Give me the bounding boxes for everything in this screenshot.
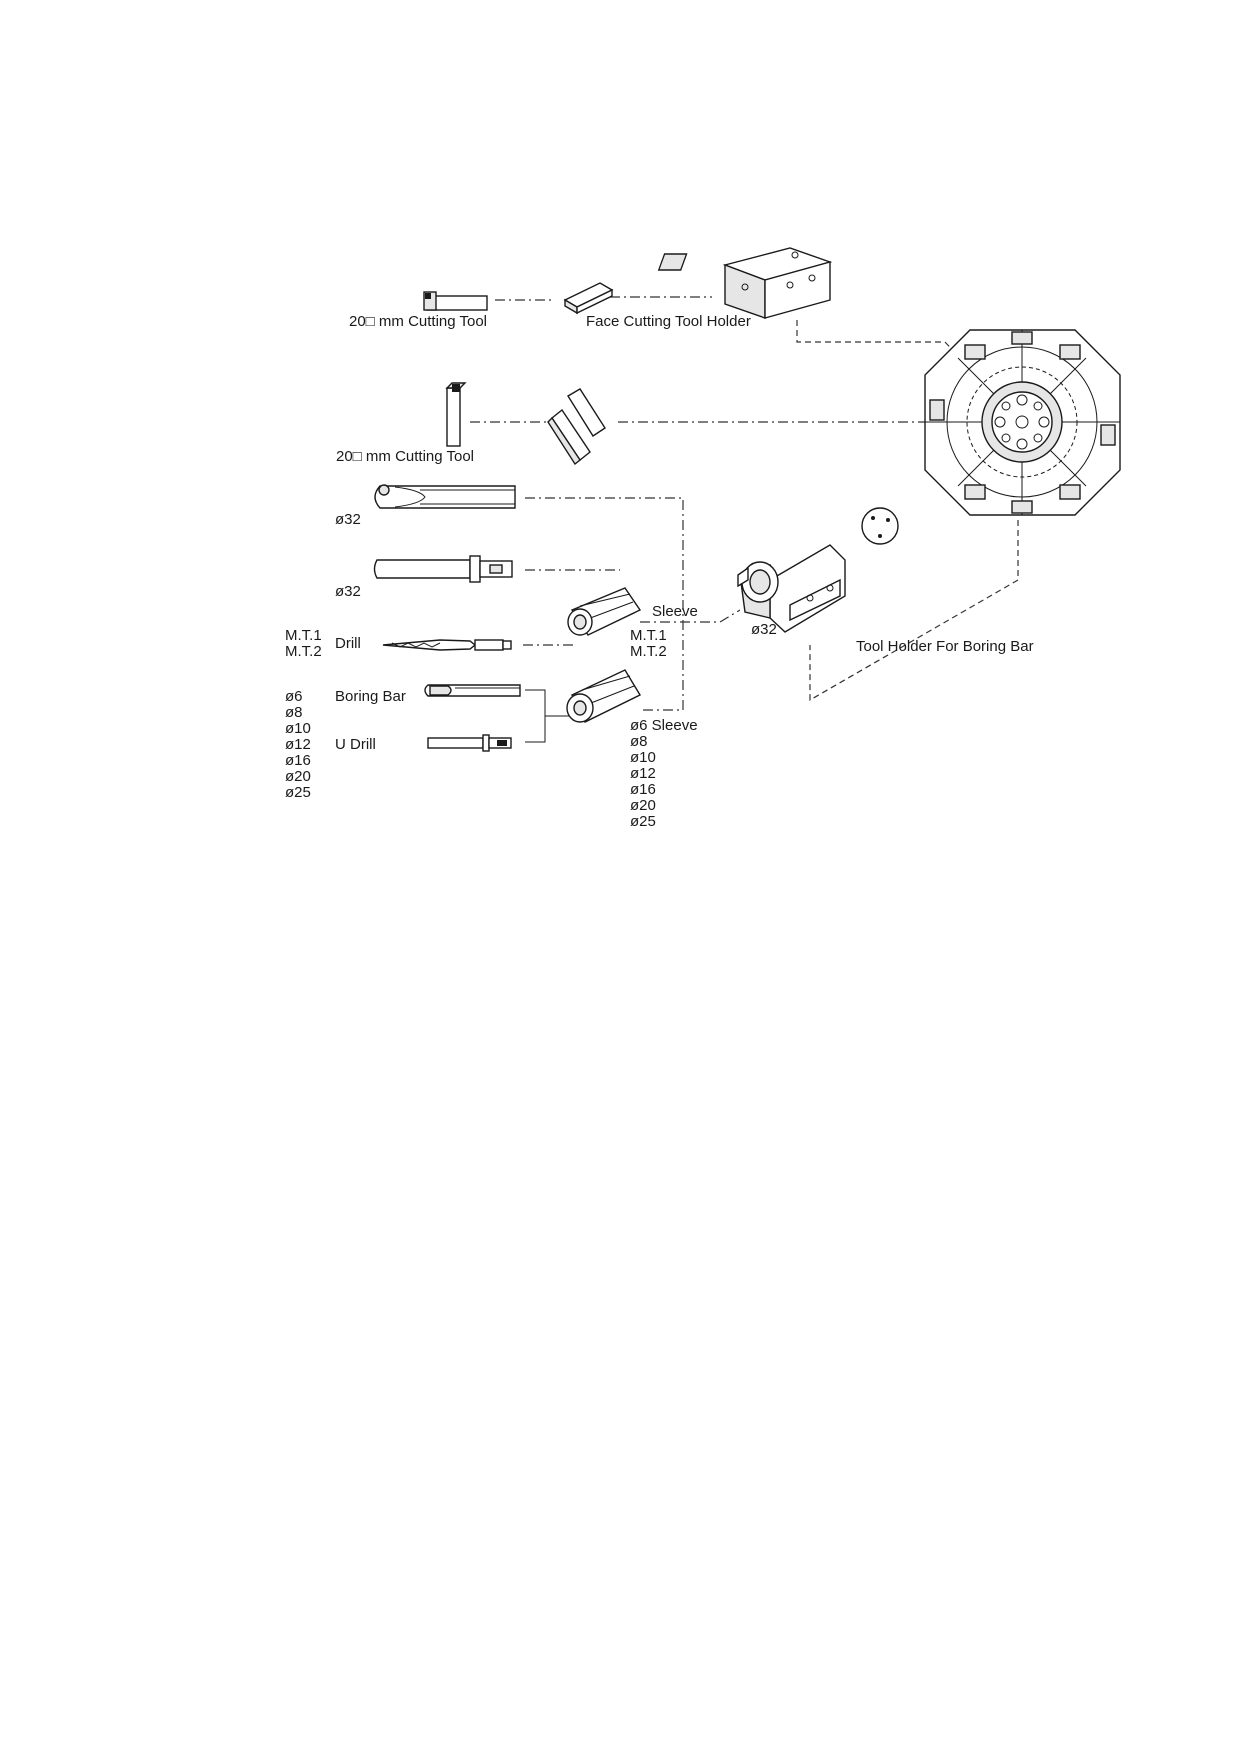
mt-sleeve-icon — [567, 587, 642, 636]
boring-holder-label: Tool Holder For Boring Bar — [856, 638, 1034, 655]
dia-right-16: ø16 — [630, 781, 656, 798]
cutting-tool-horizontal-icon — [423, 291, 488, 311]
dia32-label-b: ø32 — [335, 583, 361, 600]
u-drill-icon — [427, 734, 512, 752]
labels: 20□ mm Cutting Tool Face Cutting Tool Ho… — [285, 313, 1034, 830]
dia-left-20: ø20 — [285, 768, 311, 785]
dia-left-6: ø6 — [285, 688, 303, 705]
mt-right-1-label: M.T.1 — [630, 627, 667, 644]
mt-right-2-label: M.T.2 — [630, 643, 667, 660]
mt-left-2-label: M.T.2 — [285, 643, 322, 660]
mt-left-1-label: M.T.1 — [285, 627, 322, 644]
dia32-holder-label: ø32 — [751, 621, 777, 638]
dia-left-12: ø12 — [285, 736, 311, 753]
tool-wedge-icon — [563, 282, 614, 315]
dia-left-25: ø25 — [285, 784, 311, 801]
dia-left-16: ø16 — [285, 752, 311, 769]
dia-right-12: ø12 — [630, 765, 656, 782]
boring-bar-label: Boring Bar — [335, 688, 406, 705]
dia-sleeve-icon — [566, 669, 641, 723]
sleeve-label: Sleeve — [652, 603, 698, 620]
dia-left-8: ø8 — [285, 704, 303, 721]
cover-plate-icon — [861, 507, 899, 545]
drill-shank-icon — [373, 555, 513, 583]
dia-right-8: ø8 — [630, 733, 648, 750]
dia-right-20: ø20 — [630, 797, 656, 814]
face-tool-holder-icon — [657, 247, 833, 319]
face-holder-label: Face Cutting Tool Holder — [586, 313, 751, 330]
dia-right-25: ø25 — [630, 813, 656, 830]
cutting-tool-vertical-label: 20□ mm Cutting Tool — [336, 448, 474, 465]
u-drill-label: U Drill — [335, 736, 376, 753]
turret-disc-icon — [924, 329, 1121, 516]
twist-drill-icon — [382, 639, 512, 651]
dia-right-10: ø10 — [630, 749, 656, 766]
boring-bar-large-icon — [374, 484, 516, 509]
sleeve2-label: ø6 Sleeve — [630, 717, 698, 734]
small-boring-bar-icon — [424, 684, 521, 697]
dia32-label-a: ø32 — [335, 511, 361, 528]
dia-left-10: ø10 — [285, 720, 311, 737]
drill-label: Drill — [335, 635, 361, 652]
cutting-tool-top-label: 20□ mm Cutting Tool — [349, 313, 487, 330]
cutting-tool-vertical-icon — [445, 382, 467, 447]
boring-tool-holder-icon — [737, 544, 846, 633]
tool-clamp-block-icon — [547, 388, 606, 466]
